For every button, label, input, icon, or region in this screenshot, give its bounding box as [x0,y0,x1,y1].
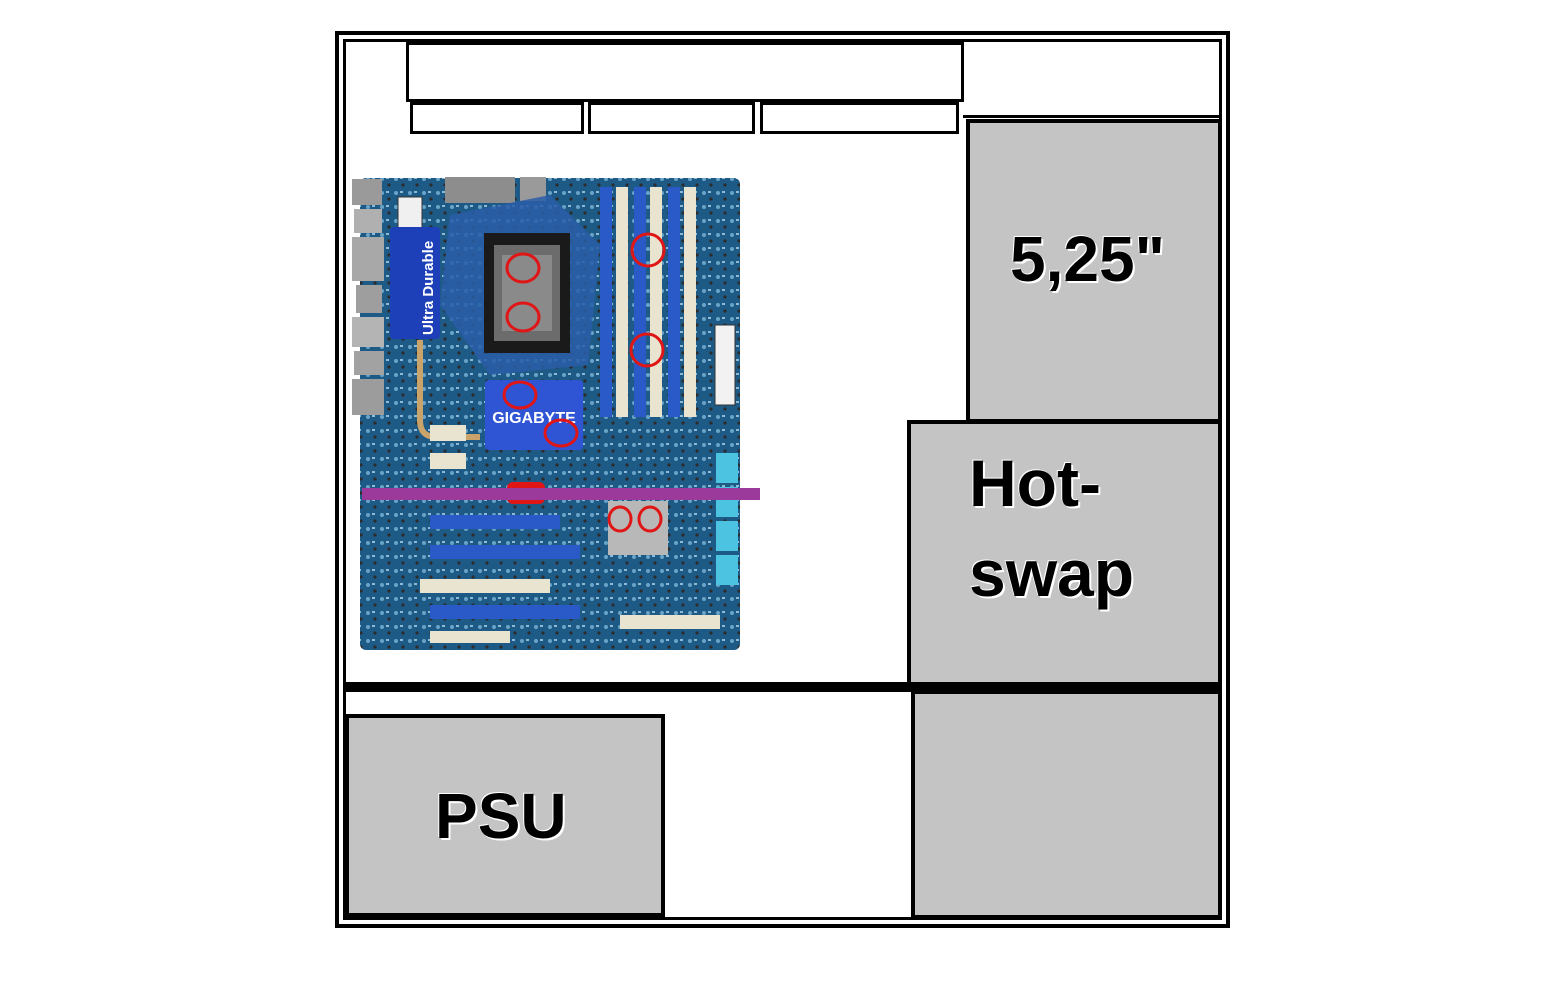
expansion-slots [420,515,720,643]
sata-ports [716,453,738,585]
optical-bay: 5,25" [966,119,1222,423]
io-panel [352,179,384,415]
psu-shroud-divider [343,682,1222,692]
case-outer-frame [335,31,1230,928]
hotswap-label-line2: swap [969,536,1135,610]
psu-bay: PSU [345,714,665,917]
psu-label: PSU [435,780,567,852]
optical-bay-label: 5,25" [1010,223,1165,295]
drive-cage-bottom [911,690,1222,919]
ram-slots [600,187,696,417]
hotswap-bay: Hot- swap [907,420,1222,686]
top-fan-slot-3 [760,102,959,134]
chipset-heatsink [485,380,583,450]
annotation-purple-line [362,488,760,500]
vrm-heatsink [390,227,440,339]
motherboard-image: Ultra Durable GIGABYTE [352,177,760,650]
top-right-rail [963,115,1222,118]
vrm-heatsink-label: Ultra Durable [420,241,437,335]
top-radiator-box [406,42,964,102]
annotation-circles [502,232,666,533]
hotswap-label-line1: Hot- [969,446,1101,520]
top-fan-slot-1 [410,102,584,134]
top-fan-slot-2 [588,102,755,134]
chipset-heatsink-label: GIGABYTE [492,410,576,427]
